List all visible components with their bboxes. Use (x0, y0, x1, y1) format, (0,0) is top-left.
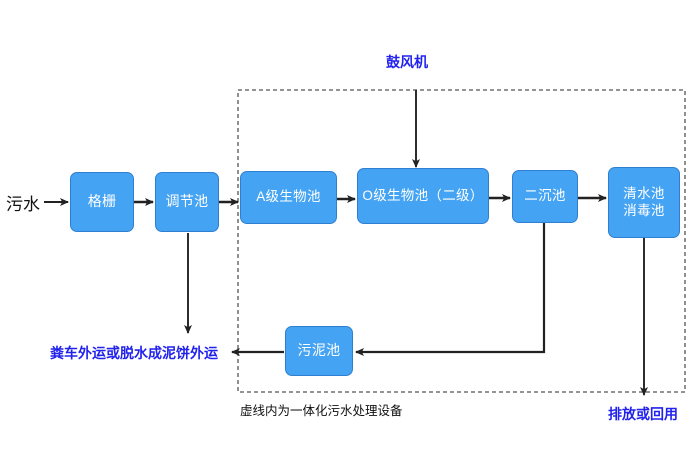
node-sludge-tank-label: 污泥池 (297, 342, 341, 359)
connector-secondary-to-sludge-tank (355, 223, 546, 356)
node-grid[interactable]: 格栅 (70, 172, 134, 232)
outlet-label: 排放或回用 (608, 406, 678, 422)
node-clearwater-disinfection-tank-label: 清水池 消毒池 (623, 186, 665, 218)
node-o-stage-bioreactor-label: O级生物池（二级） (362, 187, 484, 203)
node-regulating-tank-label: 调节池 (165, 193, 209, 210)
sludge-disposal-label: 粪车外运或脱水成泥饼外运 (50, 345, 218, 361)
node-a-stage-bioreactor-label: A级生物池 (256, 189, 321, 205)
node-grid-label: 格栅 (87, 193, 117, 210)
node-clearwater-disinfection-tank[interactable]: 清水池 消毒池 (608, 167, 680, 238)
inlet-label: 污水 (6, 195, 40, 214)
blower-label: 鼓风机 (386, 54, 428, 70)
node-a-stage-bioreactor[interactable]: A级生物池 (240, 171, 337, 224)
node-secondary-clarifier[interactable]: 二沉池 (512, 170, 578, 223)
node-secondary-clarifier-label: 二沉池 (524, 188, 566, 204)
equipment-boundary-caption: 虚线内为一体化污水处理设备 (240, 404, 403, 418)
node-regulating-tank[interactable]: 调节池 (155, 172, 219, 232)
dashed-equipment-boundary (237, 89, 686, 393)
node-sludge-tank[interactable]: 污泥池 (285, 326, 353, 376)
node-o-stage-bioreactor[interactable]: O级生物池（二级） (357, 168, 489, 224)
